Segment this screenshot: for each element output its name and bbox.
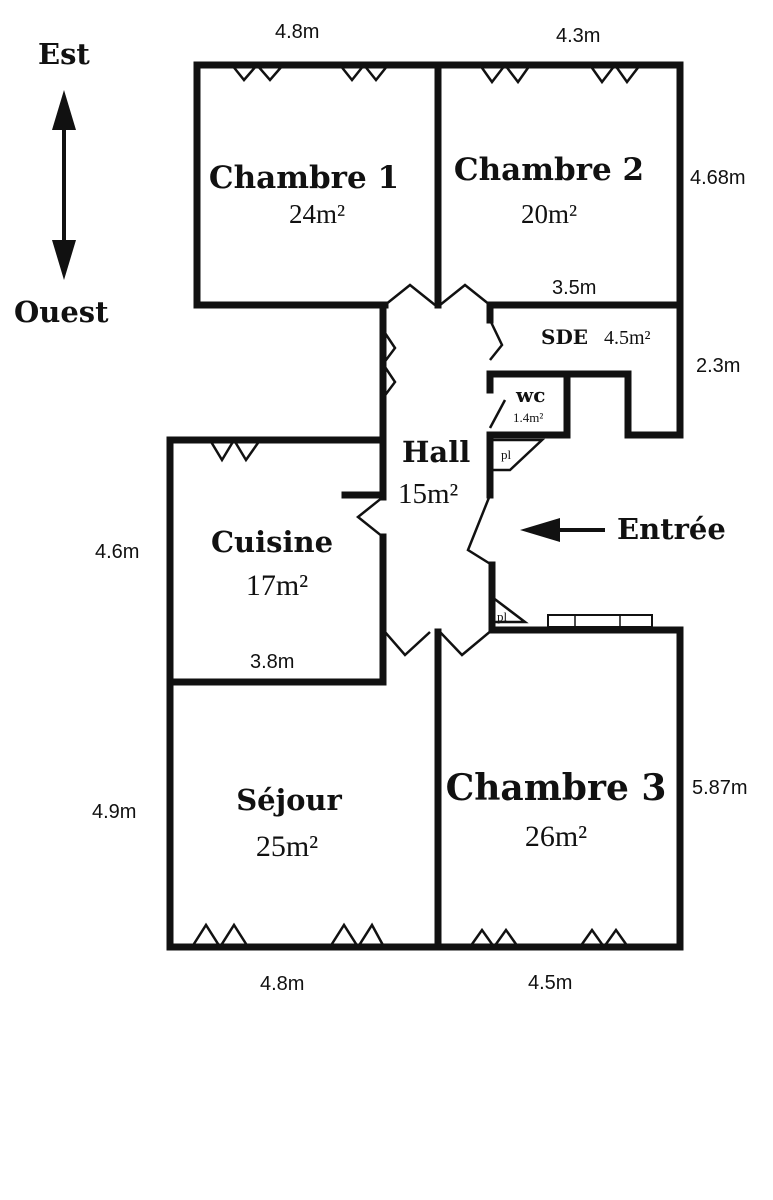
- placard1-outline: [490, 438, 546, 472]
- placard2-outline: [491, 596, 529, 624]
- chambre1-name: Chambre 1: [209, 160, 399, 196]
- dim-ch1-width: 4.8m: [275, 21, 319, 43]
- wc-area: 1.4m²: [513, 410, 543, 425]
- door-sde: [488, 319, 504, 361]
- placard2-label: pl: [497, 609, 508, 624]
- hall-name: Hall: [402, 435, 470, 469]
- dim-ch3-depth: 5.87m: [692, 777, 748, 799]
- chambre2-area: 20m²: [521, 199, 577, 229]
- door-wc: [488, 399, 507, 429]
- doors: [355, 283, 653, 657]
- dim-ch2-depth: 4.68m: [690, 167, 746, 189]
- placard1-label: pl: [501, 447, 512, 462]
- wall-wc: [486, 374, 571, 499]
- door-sejour: [384, 631, 431, 657]
- chambre2-name: Chambre 2: [454, 152, 644, 188]
- compass-east-label: Est: [38, 37, 90, 71]
- dim-cuisine-depth: 4.6m: [95, 541, 139, 563]
- cuisine-name: Cuisine: [211, 525, 333, 559]
- entrance-marker: Entrée: [520, 512, 726, 546]
- compass-west-label: Ouest: [14, 295, 109, 329]
- room-labels: Chambre 1 24m² Chambre 2 20m² SDE 4.5m² …: [209, 152, 667, 863]
- arrow-up-icon: [52, 90, 76, 130]
- dim-sejour-width: 4.8m: [260, 973, 304, 995]
- door-entree: [466, 494, 493, 567]
- chambre1-area: 24m²: [289, 199, 345, 229]
- wall-cuisine-sejour-outer: [166, 301, 442, 951]
- hall-area: 15m²: [398, 478, 459, 510]
- dim-ch3-width: 4.5m: [528, 972, 572, 994]
- cuisine-area: 17m²: [246, 569, 308, 602]
- wall-chambre1: [193, 61, 442, 309]
- arrow-left-icon: [520, 518, 560, 542]
- door-cuisine: [355, 496, 384, 538]
- door-chambre3: [439, 629, 493, 657]
- compass: Est Ouest: [14, 37, 109, 329]
- wc-name: wc: [515, 383, 545, 407]
- walls: [166, 61, 684, 951]
- dim-sde-width: 3.5m: [552, 277, 596, 299]
- dim-cuisine-width: 3.8m: [250, 651, 294, 673]
- door-chambre2: [439, 283, 491, 306]
- dimension-labels: 4.8m 4.3m 4.68m 3.5m 2.3m 4.6m 3.8m 4.9m…: [92, 21, 748, 995]
- dim-sde-depth: 2.3m: [696, 355, 740, 377]
- wall-chambre2-sde: [434, 61, 684, 439]
- sde-name: SDE: [541, 325, 588, 349]
- door-chambre1: [384, 283, 436, 306]
- chambre3-name: Chambre 3: [446, 767, 667, 809]
- sejour-area: 25m²: [256, 830, 318, 863]
- arrow-down-icon: [52, 240, 76, 280]
- wall-chambre3: [434, 561, 684, 951]
- chambre3-area: 26m²: [525, 820, 587, 853]
- bench-outline: [547, 614, 653, 628]
- dim-sejour-depth: 4.9m: [92, 801, 136, 823]
- dim-ch2-width: 4.3m: [556, 25, 600, 47]
- wall-cuisine-inner: [166, 533, 387, 686]
- entrance-label: Entrée: [617, 512, 726, 546]
- sde-area: 4.5m²: [604, 327, 651, 349]
- sejour-name: Séjour: [236, 783, 342, 817]
